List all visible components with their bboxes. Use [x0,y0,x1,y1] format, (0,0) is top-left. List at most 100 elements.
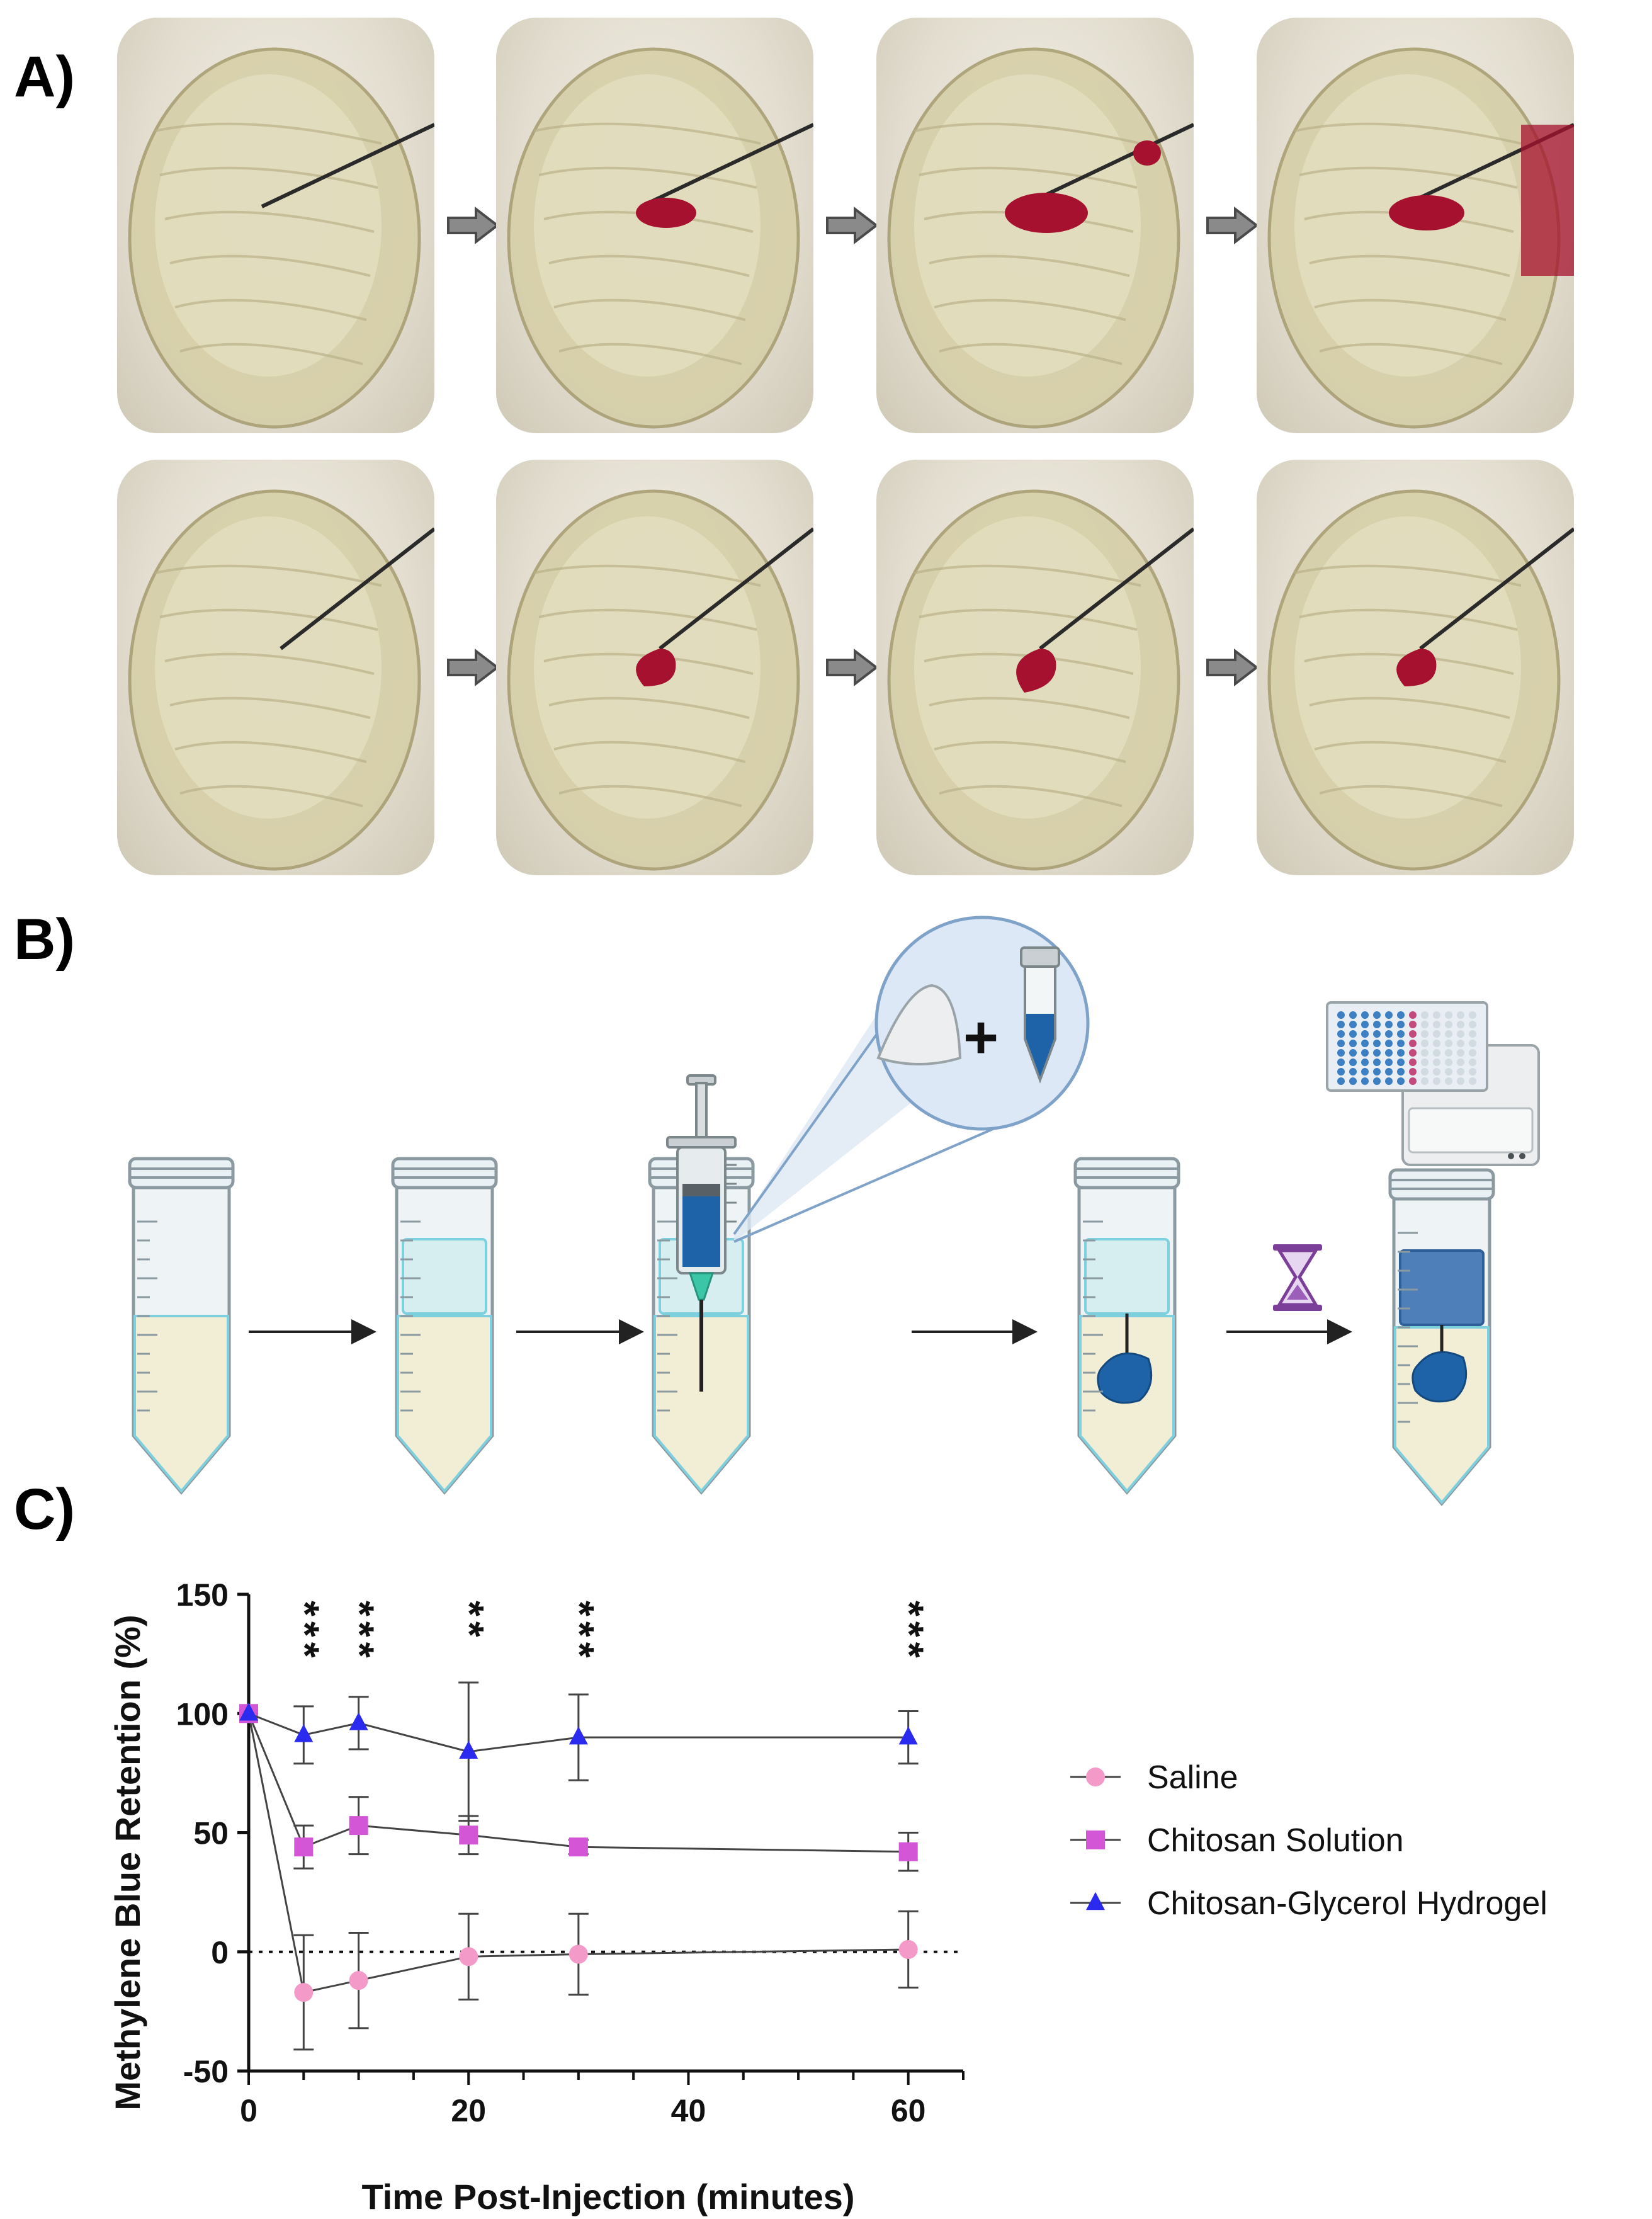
panel-label-c: C) [14,1477,76,1541]
plate-well [1361,1040,1369,1047]
data-point [898,1842,918,1861]
plate-well [1457,1040,1464,1047]
plate-well [1421,1077,1429,1085]
plate-well [1349,1049,1357,1057]
well-plate-icon [1326,1001,1488,1092]
plate-well [1457,1011,1464,1019]
plate-well [1349,1040,1357,1047]
step-arrow-icon [447,649,500,686]
plate-well [1373,1030,1381,1038]
legend-item: Chitosan Solution [1070,1822,1404,1859]
plate-well [1445,1077,1452,1085]
plate-well [1433,1021,1440,1028]
panel-label-a: A) [14,45,76,109]
data-point [898,1939,918,1959]
plate-well [1457,1068,1464,1075]
data-point [239,1703,258,1721]
plate-well [1397,1077,1405,1085]
plate-well [1469,1011,1476,1019]
plate-well [1409,1058,1417,1066]
y-tick-label: 0 [211,1935,229,1970]
plate-well [1385,1058,1393,1066]
data-point [294,1837,314,1857]
x-axis-label: Time Post-Injection (minutes) [361,2177,854,2216]
legend-marker [1086,1892,1105,1910]
plate-well [1373,1021,1381,1028]
plate-well [1433,1058,1440,1066]
plate-well [1433,1049,1440,1057]
significance-label: *** [557,1601,603,1663]
plate-well [1433,1068,1440,1075]
plate-well [1397,1049,1405,1057]
plate-well [1409,1021,1417,1028]
plate-well [1337,1077,1345,1085]
plate-well [1373,1077,1381,1085]
legend-marker [1086,1830,1105,1849]
plate-well [1337,1030,1345,1038]
plate-well [1385,1011,1393,1019]
experiment-photo [117,18,434,433]
plate-well [1469,1021,1476,1028]
plate-well [1457,1021,1464,1028]
plate-well [1397,1058,1405,1066]
plate-well [1457,1049,1464,1057]
tube-gel-added [393,1159,496,1492]
plate-well [1361,1030,1369,1038]
plate-well [1445,1058,1452,1066]
significance-label: *** [887,1601,932,1663]
plate-well [1373,1040,1381,1047]
plate-well [1385,1068,1393,1075]
plate-well [1457,1058,1464,1066]
plate-well [1409,1077,1417,1085]
plate-well [1469,1040,1476,1047]
data-point [569,1726,588,1745]
plate-well [1337,1049,1345,1057]
plate-well [1385,1021,1393,1028]
plate-well [1445,1030,1452,1038]
significance-marker: *** [337,1601,383,1663]
magnified-callout: + [733,916,1090,1243]
plate-well [1409,1030,1417,1038]
gel-piece-icon [876,984,962,1065]
plate-well [1421,1040,1429,1047]
plate-well [1445,1011,1452,1019]
plate-well [1469,1077,1476,1085]
plate-well [1409,1049,1417,1057]
significance-marker: *** [887,1601,932,1663]
plate-well [1397,1030,1405,1038]
experiment-photo [496,18,813,433]
significance-label: *** [282,1601,327,1663]
plate-well [1409,1040,1417,1047]
data-point [294,1724,314,1742]
plate-well [1469,1058,1476,1066]
injection-schematic: + [0,916,1540,1524]
data-point [349,1816,368,1836]
experiment-photo [876,18,1194,433]
legend-label: Chitosan Solution [1147,1822,1404,1859]
plate-well [1337,1011,1345,1019]
significance-marker: ** [447,1601,492,1642]
plate-well [1469,1068,1476,1075]
plate-well [1421,1021,1429,1028]
data-point [459,1947,478,1966]
plate-well [1469,1030,1476,1038]
plate-well [1421,1068,1429,1075]
plate-well [1445,1021,1452,1028]
series-chitosan-glycerol-hydrogel [239,1681,919,1822]
plus-sign: + [963,1004,999,1071]
significance-marker: *** [282,1601,327,1663]
plate-well [1361,1011,1369,1019]
y-tick-label: 100 [176,1696,229,1732]
data-point [569,1837,588,1857]
legend-item: Saline [1070,1759,1238,1796]
data-point [569,1944,588,1964]
plate-well [1457,1030,1464,1038]
tube-depot [1075,1159,1179,1492]
x-tick-label: 20 [451,2093,486,2128]
legend-label: Saline [1147,1759,1238,1796]
plate-well [1397,1068,1405,1075]
significance-label: *** [337,1601,383,1663]
plate-well [1337,1058,1345,1066]
plate-well [1469,1049,1476,1057]
